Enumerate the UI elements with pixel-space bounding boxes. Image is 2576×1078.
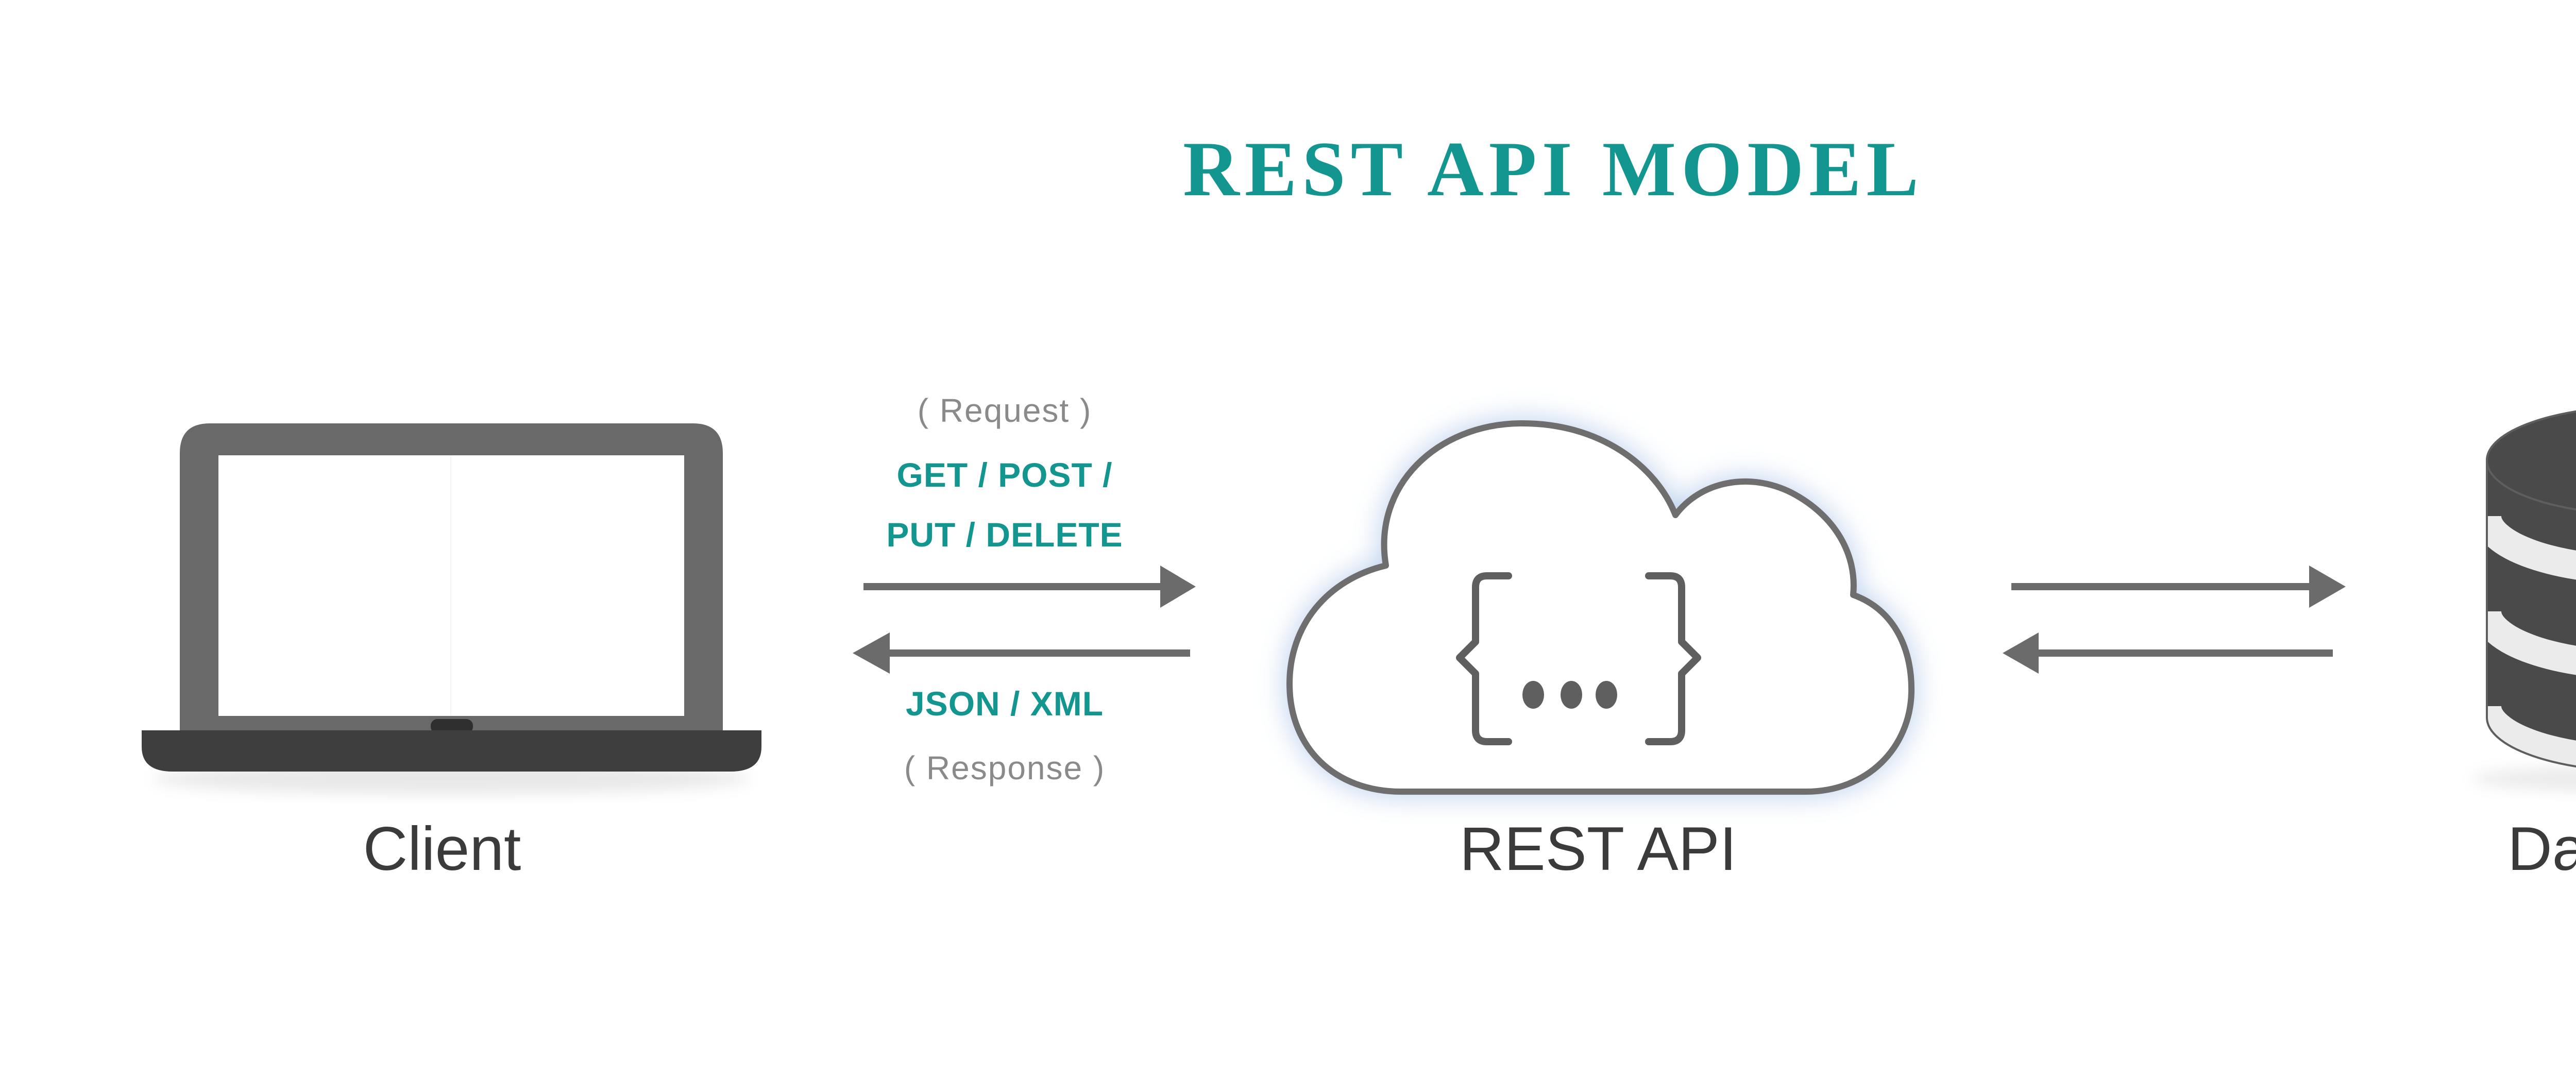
response-annotation: ( Response ): [904, 749, 1106, 786]
api-db-arrows: [2003, 566, 2346, 674]
rest-api-label: REST API: [1459, 814, 1737, 883]
database-label: Database: [2507, 814, 2576, 883]
laptop-notch: [431, 719, 473, 733]
client-label: Client: [363, 814, 521, 883]
db-response-arrow: [2003, 632, 2333, 674]
request-methods-line2: PUT / DELETE: [886, 516, 1123, 554]
response-arrow: [853, 632, 1190, 674]
database-outline: [2486, 410, 2576, 768]
request-methods-line1: GET / POST /: [896, 456, 1113, 494]
db-request-arrow: [2011, 566, 2346, 608]
right-brace: [1645, 572, 1701, 745]
database-bands: [2487, 515, 2576, 772]
database-icon: [2471, 410, 2576, 791]
cloud-icon: [1286, 420, 1915, 795]
request-annotation: ( Request ): [917, 392, 1092, 429]
laptop-icon: [142, 423, 761, 794]
code-braces-icon: [1456, 572, 1701, 745]
response-formats: JSON / XML: [905, 685, 1104, 723]
laptop-screen-seam: [450, 455, 451, 716]
request-arrow: [863, 566, 1196, 608]
cloud-shape: [1286, 420, 1915, 795]
ellipsis-dots: [1522, 681, 1617, 709]
page-title: REST API MODEL: [1183, 126, 1924, 212]
laptop-base: [142, 730, 761, 772]
client-api-arrows: [853, 566, 1196, 674]
database-shadow: [2471, 766, 2576, 791]
left-brace: [1456, 572, 1512, 745]
